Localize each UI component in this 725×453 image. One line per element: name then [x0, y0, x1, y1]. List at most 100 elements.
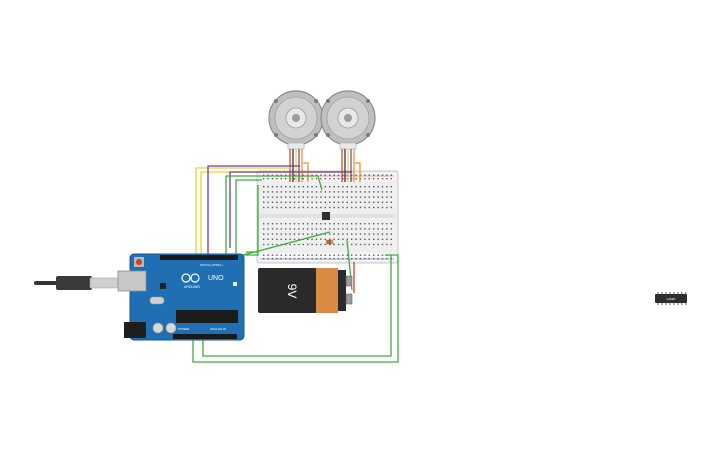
- motor-right-leads[interactable]: [341, 149, 355, 182]
- breadboard-hole: [342, 228, 344, 230]
- wire-green-gnd-loop-1[interactable]: [192, 254, 399, 363]
- breadboard-hole: [267, 223, 269, 225]
- breadboard-hole: [359, 223, 362, 225]
- breadboard-hole: [302, 186, 304, 188]
- breadboard-hole: [390, 178, 392, 180]
- reset-button[interactable]: [136, 259, 142, 265]
- breadboard-hole: [368, 186, 370, 188]
- breadboard-hole: [320, 196, 322, 198]
- breadboard-hole: [337, 201, 340, 203]
- wire-yellow-1[interactable]: [195, 167, 290, 255]
- breadboard-hole: [311, 258, 313, 260]
- breadboard-hole: [263, 238, 265, 240]
- battery-9v[interactable]: 9V: [258, 268, 353, 313]
- breadboard-hole: [285, 206, 287, 209]
- breadboard-hole: [311, 191, 313, 193]
- breadboard-hole: [280, 174, 282, 176]
- breadboard-hole: [289, 196, 291, 198]
- breadboard-hole: [315, 178, 318, 180]
- breadboard-hole: [324, 258, 326, 260]
- wire-green-3[interactable]: [240, 185, 259, 256]
- stepper-motor-left[interactable]: [268, 90, 324, 150]
- breadboard-hole: [359, 206, 362, 209]
- breadboard-hole: [315, 233, 318, 235]
- power-label: POWER: [178, 327, 190, 331]
- wire-green-1[interactable]: [225, 175, 323, 255]
- breadboard-hole: [359, 238, 362, 240]
- breadboard-hole: [276, 178, 278, 180]
- breadboard-hole: [368, 238, 370, 240]
- breadboard-hole: [311, 233, 313, 235]
- l293d-chip[interactable]: L293D: [655, 292, 687, 305]
- breadboard-hole: [355, 201, 357, 203]
- breadboard-chip[interactable]: [322, 212, 330, 220]
- breadboard-hole: [311, 201, 313, 203]
- breadboard-hole: [276, 228, 278, 230]
- breadboard-hole: [337, 191, 340, 193]
- breadboard-hole: [329, 206, 331, 209]
- wire-green-4[interactable]: [231, 231, 331, 259]
- breadboard-hole: [333, 201, 335, 203]
- breadboard-hole: [333, 228, 335, 230]
- analog-power-header[interactable]: [173, 334, 237, 339]
- breadboard-hole: [355, 196, 357, 198]
- breadboard-hole: [302, 206, 304, 209]
- breadboard-hole: [333, 196, 335, 198]
- chip-pin: [665, 303, 667, 305]
- breadboard-hole: [267, 206, 269, 209]
- breadboard-hole: [298, 233, 300, 235]
- breadboard-hole: [337, 186, 340, 188]
- breadboard-hole: [267, 174, 269, 176]
- breadboard-hole: [271, 178, 274, 180]
- breadboard-hole: [333, 206, 335, 209]
- usb-cable[interactable]: [34, 276, 121, 290]
- breadboard-hole: [337, 178, 340, 180]
- breadboard-hole: [390, 191, 392, 193]
- breadboard-hole: [289, 254, 291, 256]
- breadboard-hole: [267, 243, 269, 246]
- breadboard-hole: [377, 178, 379, 180]
- breadboard-hole: [311, 238, 313, 240]
- breadboard-hole: [263, 258, 265, 260]
- breadboard-hole: [280, 201, 282, 203]
- breadboard-hole: [381, 191, 384, 193]
- breadboard-hole: [342, 258, 344, 260]
- breadboard-hole: [285, 223, 287, 225]
- breadboard-hole: [307, 228, 309, 230]
- digital-header[interactable]: [160, 255, 238, 260]
- breadboard-hole: [373, 196, 375, 198]
- breadboard-hole: [271, 191, 274, 193]
- breadboard-hole: [280, 223, 282, 225]
- breadboard-hole: [346, 233, 348, 235]
- breadboard-hole: [351, 254, 353, 256]
- wire-purple-2[interactable]: [229, 171, 352, 248]
- breadboard-hole: [390, 201, 392, 203]
- breadboard-hole: [320, 174, 322, 176]
- wire-green-gnd-loop-2[interactable]: [202, 255, 392, 357]
- breadboard-hole: [386, 201, 388, 203]
- breadboard-hole: [342, 174, 344, 176]
- breadboard-hole: [271, 201, 274, 203]
- breadboard-hole: [381, 201, 384, 203]
- wire-purple-1[interactable]: [207, 165, 300, 255]
- breadboard-hole: [280, 258, 282, 260]
- wire-orange-right[interactable]: [355, 162, 361, 182]
- stepper-motor-right[interactable]: [320, 90, 376, 150]
- breadboard-hole: [307, 186, 309, 188]
- breadboard-hole: [373, 174, 375, 176]
- breadboard-hole: [381, 233, 384, 235]
- resistor[interactable]: [325, 239, 334, 245]
- breadboard-hole: [337, 233, 340, 235]
- wire-green-2[interactable]: [235, 179, 262, 255]
- breadboard-hole: [359, 201, 362, 203]
- breadboard-hole: [346, 254, 348, 256]
- breadboard-hole: [276, 186, 278, 188]
- breadboard-hole: [386, 186, 388, 188]
- arduino-uno[interactable]: UNO ARDUINO DIGITAL (PWM~) ANALOG IN POW…: [117, 253, 245, 341]
- breadboard-hole: [377, 243, 379, 246]
- breadboard-hole: [368, 178, 370, 180]
- breadboard-hole: [342, 238, 344, 240]
- breadboard-hole: [351, 191, 353, 193]
- breadboard-hole: [381, 243, 384, 246]
